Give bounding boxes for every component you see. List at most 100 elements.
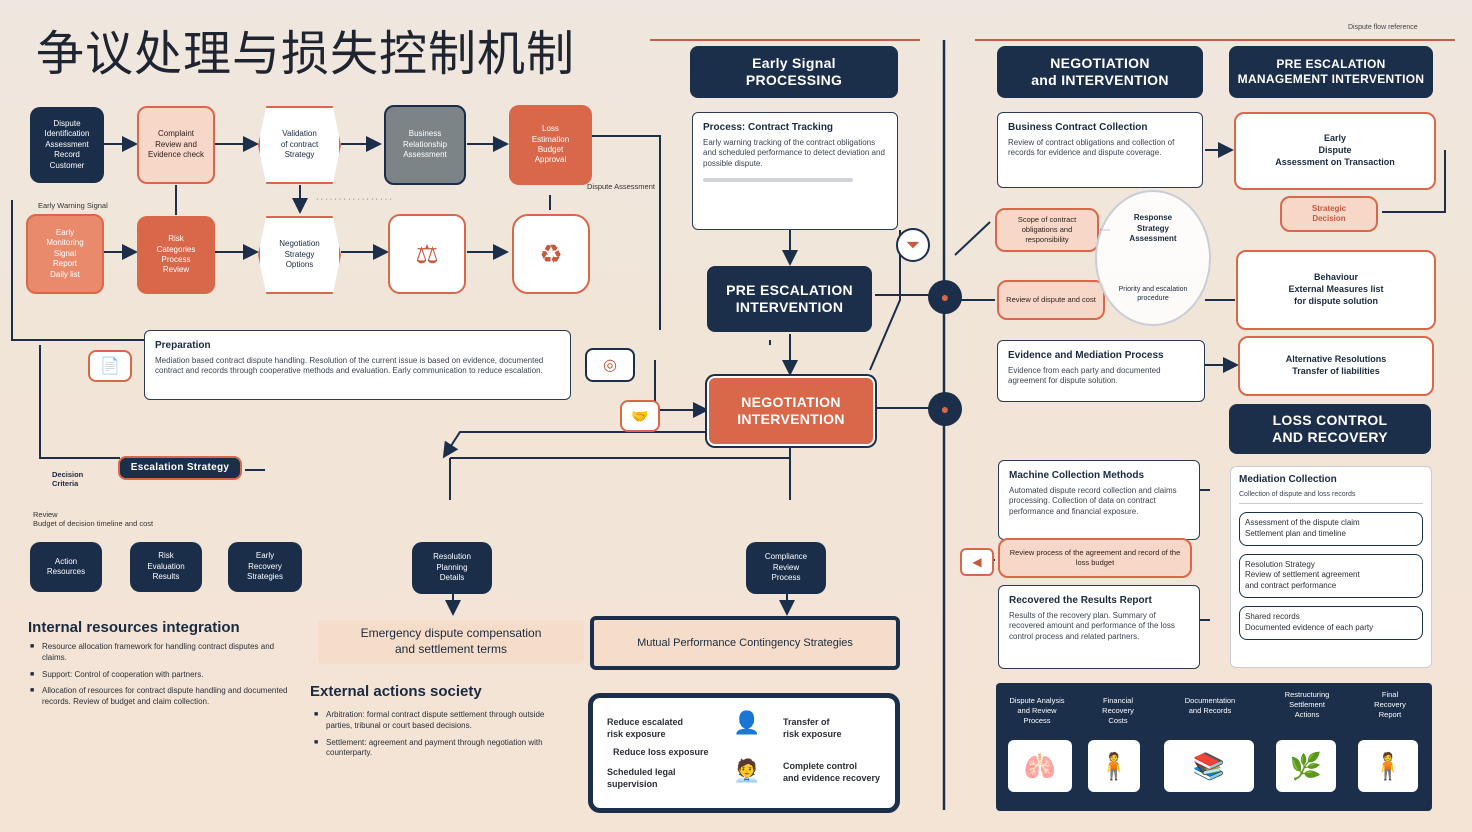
review-peach-box: Review of dispute and cost <box>997 280 1105 320</box>
strategy-note: Review Budget of decision timeline and c… <box>33 510 154 528</box>
strip-label: Documentation and Records <box>1184 696 1236 715</box>
process-card-head: Process: Contract Tracking <box>703 122 834 133</box>
card3-head: Machine Collection Methods <box>1009 470 1145 481</box>
page-title: 争议处理与损失控制机制 <box>36 26 576 82</box>
person-icon: 👤 <box>733 710 761 735</box>
loss-control-header: LOSS CONTROL AND RECOVERY <box>1229 404 1431 454</box>
decision-criteria-label: Decision Criteria <box>52 470 84 488</box>
panel-sub: Collection of dispute and loss records <box>1239 490 1423 504</box>
books-icon: 📚 <box>1164 740 1254 792</box>
card4-body: Results of the recovery plan. Summary of… <box>1009 610 1175 642</box>
panel-item: Resolution Strategy Review of settlement… <box>1239 553 1423 598</box>
wide-card-head: Preparation <box>155 340 211 351</box>
behaviour-box: Behaviour External Measures list for dis… <box>1236 250 1436 330</box>
target-icon: ◎ <box>585 348 635 382</box>
evidence-mediation-card: Evidence and Mediation Process Evidence … <box>997 340 1205 402</box>
action-resources-box: Action Resources <box>30 542 102 592</box>
bottom-center-right-item: Transfer of risk exposure <box>783 717 842 740</box>
negotiation-header: NEGOTIATION and INTERVENTION <box>997 46 1203 98</box>
arrow-icon: ◀ <box>960 548 994 576</box>
bottom-center-item: Scheduled legal supervision <box>607 767 676 790</box>
wide-card-body: Mediation based contract dispute handlin… <box>155 355 544 376</box>
businessman-icon: 🧑‍💼 <box>733 758 761 783</box>
resolution-planning-box: Resolution Planning Details <box>412 542 492 594</box>
flow-node-1-4: Business Relationship Assessment <box>384 105 466 185</box>
scope-peach-box: Scope of contract obligations and respon… <box>995 208 1099 252</box>
pre-management-header: PRE ESCALATION MANAGEMENT INTERVENTION <box>1229 46 1433 98</box>
bottom-center-item: Reduce escalated risk exposure <box>607 717 684 740</box>
internal-heading: Internal resources integration <box>28 619 240 636</box>
panel-item: Assessment of the dispute claim Settleme… <box>1239 511 1423 546</box>
machine-collection-card: Machine Collection Methods Automated dis… <box>998 460 1200 540</box>
strip-label: Final Recovery Report <box>1374 690 1406 719</box>
response-circle: Response Strategy Assessment Priority an… <box>1095 190 1211 326</box>
funnel-icon: ⏷ <box>896 228 930 262</box>
row2-above-label: Early Warning Signal <box>38 201 108 210</box>
recycle-icon: ♻ <box>512 214 590 294</box>
card4-head: Recovered the Results Report <box>1009 595 1152 606</box>
strip-label: Restructuring Settlement Actions <box>1284 690 1330 719</box>
center-connector-dot: ● <box>928 392 962 426</box>
lungs-icon: 🫁 <box>1008 740 1072 792</box>
panel-item: Shared records Documented evidence of ea… <box>1239 605 1423 640</box>
external-item: Arbitration: formal contract dispute set… <box>314 710 564 732</box>
alternative-box: Alternative Resolutions Transfer of liab… <box>1238 336 1434 396</box>
external-heading: External actions society <box>310 683 482 700</box>
internal-list: Resource allocation framework for handli… <box>30 642 290 714</box>
bottom-center-item: Reduce loss exposure <box>613 747 709 757</box>
circle-sub: Priority and escalation procedure <box>1118 285 1188 302</box>
external-item: Settlement: agreement and payment throug… <box>314 738 564 760</box>
top-right-note: Dispute flow reference <box>1348 24 1418 31</box>
mutual-performance-box: Mutual Performance Contingency Strategie… <box>590 616 900 670</box>
mediation-collection-panel: Mediation Collection Collection of dispu… <box>1230 466 1432 668</box>
strip-label: Financial Recovery Costs <box>1102 696 1134 725</box>
plant-icon: 🌿 <box>1276 740 1336 792</box>
people-icon: 🧍 <box>1358 740 1418 792</box>
row-middle-label: · · · · · · · · · · · · · · · · · <box>316 194 392 203</box>
circle-text: Response Strategy Assessment <box>1129 213 1177 243</box>
compliance-review-box: Compliance Review Process <box>746 542 826 594</box>
wide-preparation-card: Preparation Mediation based contract dis… <box>144 330 571 400</box>
internal-item: Support: Control of cooperation with par… <box>30 670 290 681</box>
card1-body: Review of contract obligations and colle… <box>1008 137 1175 158</box>
row1-side-label: Dispute Assessment <box>587 182 655 191</box>
flow-node-1-5: Loss Estimation Budget Approval <box>509 105 592 185</box>
scales-icon: ⚖ <box>388 214 466 294</box>
internal-item: Allocation of resources for contract dis… <box>30 686 290 708</box>
process-card-body: Early warning tracking of the contract o… <box>703 137 885 169</box>
flow-node-1-2: Complaint Review and Evidence check <box>137 106 215 184</box>
negotiation-pill: NEGOTIATION INTERVENTION <box>707 376 875 446</box>
document-icon: 📄 <box>88 350 132 382</box>
recovered-results-card: Recovered the Results Report Results of … <box>998 585 1200 669</box>
internal-item: Resource allocation framework for handli… <box>30 642 290 664</box>
process-card: Process: Contract Tracking Early warning… <box>692 112 898 230</box>
strategic-decision-box: Strategic Decision <box>1280 196 1378 232</box>
figure-icon: 🧍 <box>1088 740 1140 792</box>
handshake-icon: 🤝 <box>620 400 660 432</box>
early-dispute-box: Early Dispute Assessment on Transaction <box>1234 112 1436 190</box>
card2-head: Evidence and Mediation Process <box>1008 350 1164 361</box>
escalation-strategy-pill: Escalation Strategy <box>118 456 242 480</box>
flow-node-1-1: Dispute Identification Assessment Record… <box>30 107 104 183</box>
flow-node-2-3: Negotiation Strategy Options <box>258 216 341 294</box>
early-signal-header: Early Signal PROCESSING <box>690 46 898 98</box>
pre-escalation-pill: PRE ESCALATION INTERVENTION <box>707 266 872 332</box>
panel-head: Mediation Collection <box>1239 474 1337 485</box>
bottom-center-right-item: Complete control and evidence recovery <box>783 761 881 784</box>
external-list: Arbitration: formal contract dispute set… <box>314 710 564 765</box>
card3-body: Automated dispute record collection and … <box>1009 485 1177 517</box>
card2-body: Evidence from each party and documented … <box>1008 365 1161 386</box>
progress-track <box>703 177 853 182</box>
strip-label: Dispute Analysis and Review Process <box>1009 696 1065 725</box>
flow-node-1-3: Validation of contract Strategy <box>258 106 341 184</box>
contract-collection-card: Business Contract Collection Review of c… <box>997 112 1203 188</box>
card1-head: Business Contract Collection <box>1008 122 1148 133</box>
flow-node-2-1: Early Monitoring Signal Report Daily lis… <box>26 214 104 294</box>
risk-evaluation-box: Risk Evaluation Results <box>130 542 202 592</box>
emergency-box: Emergency dispute compensation and settl… <box>318 620 584 664</box>
center-connector-dot: ● <box>928 280 962 314</box>
bottom-center-panel: Reduce escalated risk exposure Reduce lo… <box>588 693 900 813</box>
flow-node-2-2: Risk Categories Process Review <box>137 216 215 294</box>
review-process-peach: Review process of the agreement and reco… <box>998 538 1192 578</box>
early-recovery-box: Early Recovery Strategies <box>228 542 302 592</box>
